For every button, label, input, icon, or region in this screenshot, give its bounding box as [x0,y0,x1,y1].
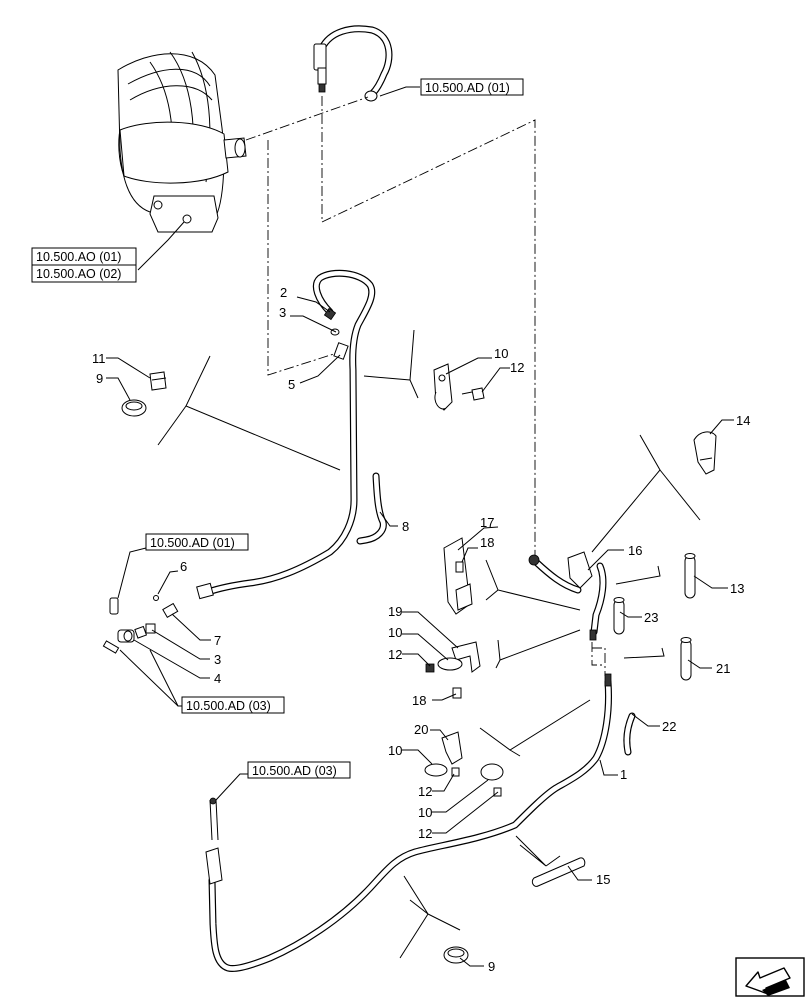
callout-5: 5 [288,377,295,392]
arrow-navigation-icon[interactable] [735,957,805,997]
ref-box-ao01[interactable]: 10.500.AO (01) [31,247,137,266]
ref-label-ad03-mid: 10.500.AD (03) [186,699,271,713]
ref-box-ad01-top[interactable]: 10.500.AD (01) [420,78,524,96]
callout-12-lower-b: 12 [418,826,432,841]
callout-numbers: 2 3 5 11 9 10 12 8 6 7 3 4 14 17 18 16 1… [92,285,750,974]
callout-8: 8 [402,519,409,534]
ref-label-ao01: 10.500.AO (01) [36,250,121,264]
ref-label-ao02: 10.500.AO (02) [36,267,121,281]
ref-box-ad03-low[interactable]: 10.500.AD (03) [247,761,351,779]
callout-21: 21 [716,661,730,676]
callout-10-mid: 10 [388,625,402,640]
callout-2: 2 [280,285,287,300]
callout-11: 11 [92,351,106,366]
ref-box-ad01-left[interactable]: 10.500.AD (01) [145,533,249,551]
callout-12-lower-a: 12 [418,784,432,799]
callout-23: 23 [644,610,658,625]
callout-3-upper: 3 [279,305,286,320]
ref-label-ad03-low: 10.500.AD (03) [252,764,337,778]
top-hose-assembly [313,25,393,102]
reference-boxes: 10.500.AD (01) 10.500.AO (01) 10.500.AO … [31,78,524,779]
upper-bracket-assembly [433,363,485,411]
callout-13: 13 [730,581,744,596]
callout-12-mid: 12 [388,647,402,662]
right-side-parts [424,431,717,964]
callout-10-lower-a: 10 [388,743,402,758]
callout-18-lower: 18 [412,693,426,708]
ref-label-ad01-top: 10.500.AD (01) [425,81,510,95]
callout-9-lower: 9 [488,959,495,974]
callout-12-upper: 12 [510,360,524,375]
callout-9-upper: 9 [96,371,103,386]
callout-7: 7 [214,633,221,648]
callout-6: 6 [180,559,187,574]
callout-1: 1 [620,767,627,782]
callout-18-upper: 18 [480,535,494,550]
callout-17: 17 [480,515,494,530]
main-lower-hose [205,673,612,972]
callout-3-lower: 3 [214,652,221,667]
ref-label-ad01-left: 10.500.AD (01) [150,536,235,550]
callout-16: 16 [628,543,642,558]
callout-4: 4 [214,671,221,686]
left-small-fittings [102,371,387,654]
callout-15: 15 [596,872,610,887]
ref-box-ao02[interactable]: 10.500.AO (02) [31,264,137,283]
axle-housing [117,51,247,233]
explode-indicator-lines [157,329,701,959]
callout-22: 22 [662,719,676,734]
callout-14: 14 [736,413,750,428]
callout-10-lower-b: 10 [418,805,432,820]
connection-dash-lines [245,96,606,676]
callout-20: 20 [414,722,428,737]
ref-box-ad03-mid[interactable]: 10.500.AD (03) [181,696,285,714]
callout-19: 19 [388,604,402,619]
callout-10-upper: 10 [494,346,508,361]
